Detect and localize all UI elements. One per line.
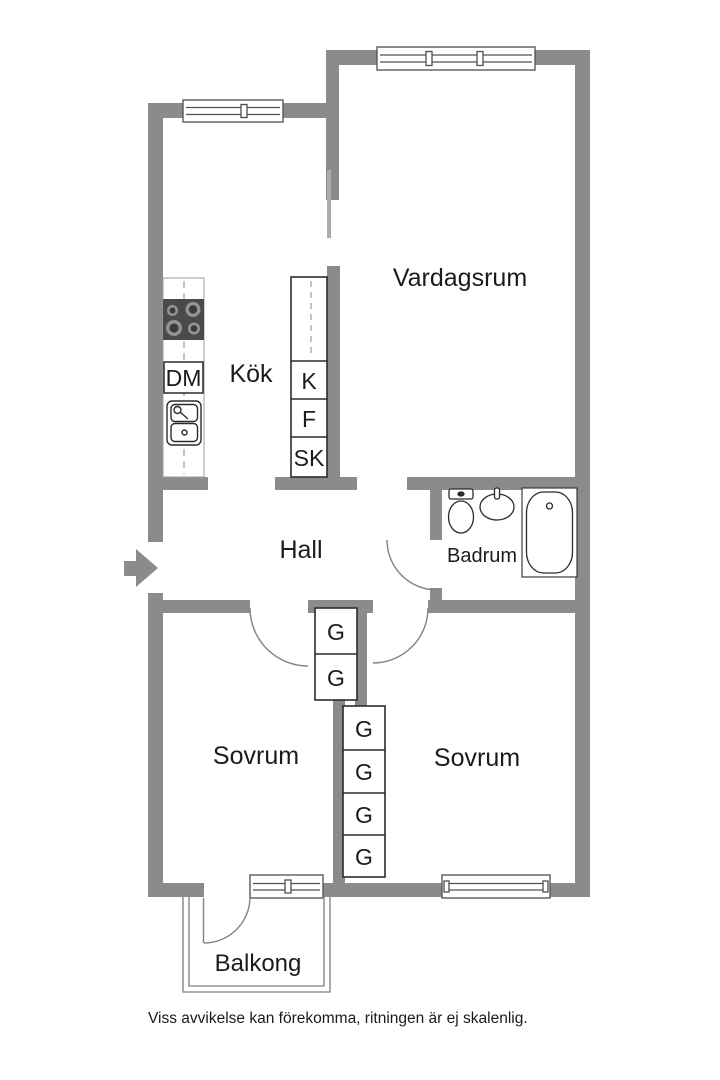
wall-segment [333, 700, 345, 890]
toilet-icon [447, 488, 475, 534]
stove-icon [163, 299, 204, 340]
room-labels: Vardagsrum Kök Hall Badrum Sovrum Sovrum… [166, 264, 528, 977]
room-label-hall: Hall [279, 536, 322, 564]
livingroom-window [376, 46, 536, 71]
kitchen-window [182, 99, 284, 123]
wall-segment [148, 477, 208, 490]
wall-segment [430, 490, 442, 540]
windows [182, 46, 551, 899]
fixture-label-k: K [301, 368, 317, 394]
closets [290, 276, 386, 878]
kitchen-fixtures [162, 277, 205, 478]
bathroom-door-arc [386, 539, 437, 591]
wall-segment [148, 103, 163, 542]
pantry-column [290, 276, 328, 478]
fixture-label-f: F [302, 406, 316, 432]
wall-segment [148, 593, 163, 897]
fixture-label-sk: SK [294, 445, 325, 471]
room-label-vardagsrum: Vardagsrum [393, 264, 527, 292]
wardrobe-label-g: G [355, 759, 373, 785]
left-bedroom-window [249, 874, 324, 899]
wall-segment [148, 883, 204, 897]
door-arcs [202, 539, 437, 944]
bathroom-fixtures [447, 487, 578, 578]
balcony-outline [182, 897, 331, 993]
wall-segment [327, 266, 340, 490]
room-label-badrum: Badrum [447, 545, 517, 567]
bathroom-sink-icon [479, 487, 515, 521]
wall-segment [428, 600, 590, 613]
bathtub-icon [521, 487, 578, 578]
dishwasher-box [163, 361, 204, 394]
entry-arrow-icon [124, 549, 158, 587]
wall-segment [275, 477, 357, 490]
wall-segment [355, 600, 367, 708]
balcony-door-arc [203, 897, 251, 944]
wall-segment [148, 600, 250, 613]
kitchen-sink-icon [166, 400, 202, 446]
bedroom-wardrobe-column [342, 705, 386, 878]
fixture-label-dm: DM [166, 365, 202, 391]
room-label-sovrum-right: Sovrum [434, 744, 520, 772]
right-bedroom-window [441, 874, 551, 899]
wall-segment [575, 50, 590, 897]
wall-segment [326, 50, 339, 200]
hall-wardrobe-column [314, 607, 358, 701]
right-bedroom-door-arc [372, 607, 429, 664]
left-bedroom-door-arc [249, 607, 309, 667]
disclaimer-text: Viss avvikelse kan förekomma, ritningen … [148, 1010, 528, 1027]
wardrobe-label-g: G [355, 802, 373, 828]
wardrobe-label-g: G [327, 619, 345, 645]
thin-partition-wall [327, 170, 331, 238]
wall-segment [407, 477, 590, 490]
wardrobe-label-g: G [355, 716, 373, 742]
wardrobe-label-g: G [355, 844, 373, 870]
wardrobe-label-g: G [327, 665, 345, 691]
room-label-sovrum-left: Sovrum [213, 742, 299, 770]
wall-segment [430, 588, 442, 602]
room-label-kok: Kök [229, 360, 273, 388]
room-label-balkong: Balkong [215, 950, 302, 977]
